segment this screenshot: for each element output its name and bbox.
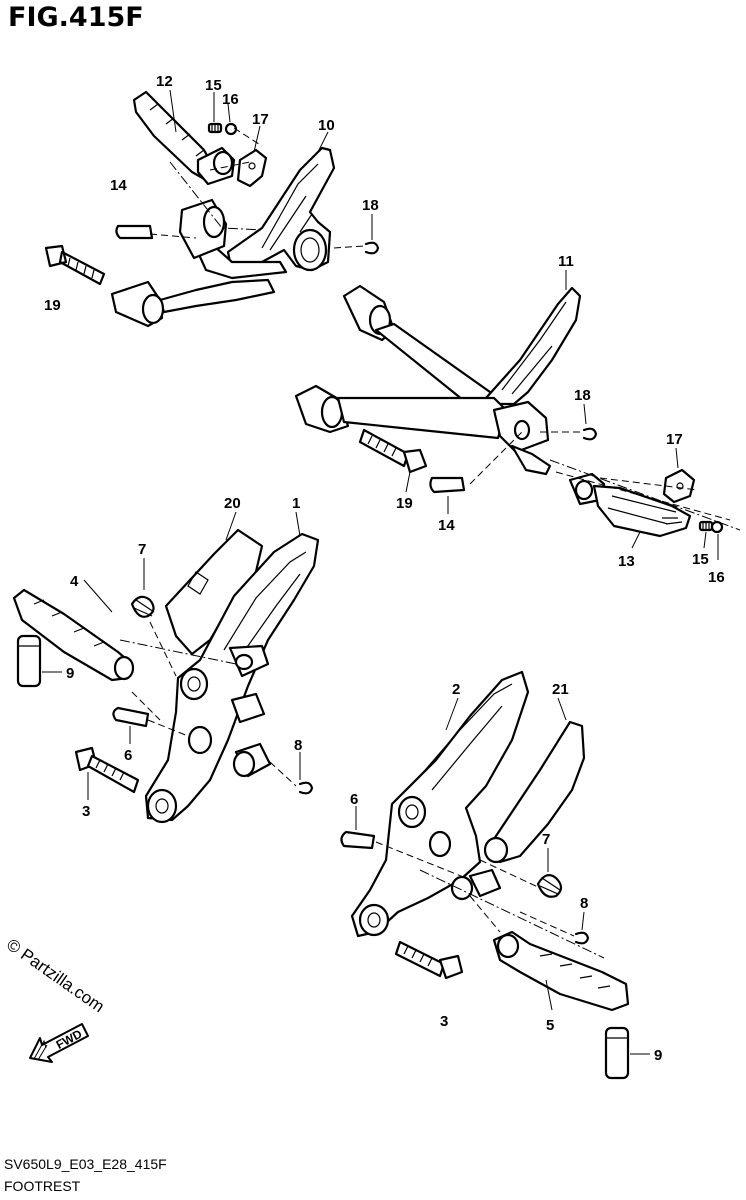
callout-8-left: 8 bbox=[294, 737, 302, 754]
callout-10: 10 bbox=[318, 117, 335, 134]
rear-footrest-bracket-11 bbox=[294, 284, 582, 476]
footpeg-13 bbox=[568, 472, 692, 538]
footpeg-12 bbox=[132, 90, 236, 186]
rubber-9-right bbox=[604, 1026, 630, 1080]
bolt-19-right bbox=[358, 428, 428, 474]
e-ring-18-top bbox=[364, 241, 380, 255]
callout-3-left: 3 bbox=[82, 803, 90, 820]
callout-12: 12 bbox=[156, 73, 173, 90]
e-ring-8-right bbox=[574, 931, 590, 945]
pin-6-right bbox=[340, 830, 376, 850]
footpeg-5 bbox=[492, 930, 630, 1012]
callout-11: 11 bbox=[558, 253, 574, 270]
ball-16-right bbox=[710, 520, 724, 534]
callout-1: 1 bbox=[292, 495, 300, 512]
callout-21: 21 bbox=[552, 681, 569, 698]
footpeg-4 bbox=[12, 588, 135, 682]
callout-16-right: 16 bbox=[708, 569, 725, 586]
callout-5: 5 bbox=[546, 1017, 554, 1034]
callout-17-right: 17 bbox=[666, 431, 683, 448]
front-footrest-bracket-2 bbox=[350, 670, 530, 938]
callout-18-top: 18 bbox=[362, 197, 379, 214]
rear-footrest-bracket-10 bbox=[110, 146, 336, 328]
e-ring-8-left bbox=[298, 781, 314, 795]
pin-6-left bbox=[112, 706, 150, 728]
front-footrest-bracket-1 bbox=[144, 532, 320, 824]
bolt-3-right bbox=[394, 940, 464, 980]
e-ring-18-right bbox=[582, 427, 598, 441]
model-code: SV650L9_E03_E28_415F bbox=[4, 1156, 167, 1172]
callout-15-top: 15 bbox=[205, 77, 222, 94]
callout-13: 13 bbox=[618, 553, 635, 570]
ball-16-top bbox=[224, 122, 238, 136]
callout-2: 2 bbox=[452, 681, 460, 698]
plate-17-top bbox=[236, 148, 268, 188]
callout-7-right: 7 bbox=[542, 831, 550, 848]
callout-14-top: 14 bbox=[110, 177, 127, 194]
fwd-arrow-icon: FWD bbox=[26, 1012, 96, 1073]
callout-16-top: 16 bbox=[222, 91, 239, 108]
callout-9-left: 9 bbox=[66, 665, 74, 682]
figure-name: FOOTREST bbox=[4, 1178, 81, 1194]
callout-14-right: 14 bbox=[438, 517, 455, 534]
callout-8-right: 8 bbox=[580, 895, 588, 912]
callout-6-right: 6 bbox=[350, 791, 358, 808]
callout-6-left: 6 bbox=[124, 747, 132, 764]
plate-17-right bbox=[662, 468, 696, 504]
bolt-3-left bbox=[74, 746, 140, 794]
callout-4: 4 bbox=[70, 573, 79, 590]
bolt-19-top bbox=[44, 244, 106, 286]
guard-plate-21 bbox=[486, 720, 586, 864]
leader-lines bbox=[42, 89, 719, 1055]
spring-7-right bbox=[536, 874, 563, 898]
callout-19-top: 19 bbox=[44, 297, 61, 314]
pin-14-top bbox=[115, 224, 154, 240]
spring-15-top bbox=[207, 122, 223, 134]
pin-14-right bbox=[429, 476, 466, 494]
callout-17-top: 17 bbox=[252, 111, 269, 128]
callout-9-right: 9 bbox=[654, 1047, 662, 1064]
callout-20: 20 bbox=[224, 495, 241, 512]
callout-18-right: 18 bbox=[574, 387, 591, 404]
figure-title: FIG.415F bbox=[8, 2, 144, 33]
spring-7-left bbox=[130, 595, 155, 618]
callout-15-right: 15 bbox=[692, 551, 709, 568]
callout-7-left: 7 bbox=[138, 541, 146, 558]
rubber-9-left bbox=[16, 634, 42, 688]
callout-labels: 12 15 16 17 10 14 18 19 11 18 17 19 14 1… bbox=[44, 73, 725, 1064]
callout-19-right: 19 bbox=[396, 495, 413, 512]
spring-15-right bbox=[698, 520, 714, 532]
callout-3-right: 3 bbox=[440, 1013, 448, 1030]
